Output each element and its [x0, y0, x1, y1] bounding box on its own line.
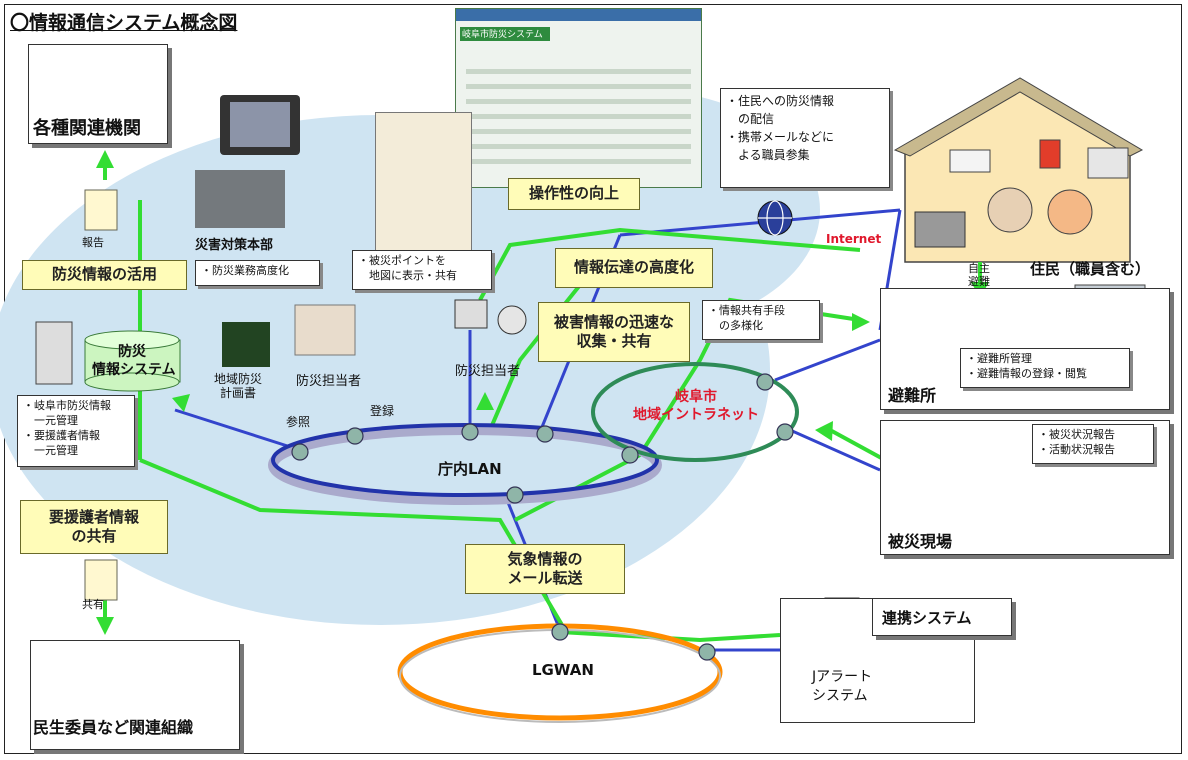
register-label: 登録 [370, 404, 395, 418]
page-title: 〇情報通信システム概念図 [10, 12, 238, 34]
ring-nodes [291, 373, 794, 661]
yellow-label-bousai-use: 防災情報の活用 [22, 260, 187, 290]
resident-elder-icon [987, 187, 1033, 233]
staff-icon [294, 304, 356, 356]
bousai-system-label: 防災 情報システム [92, 344, 176, 378]
document-icon [84, 189, 118, 601]
lgwan-label: LGWAN [532, 661, 594, 679]
map-screenshot [375, 112, 472, 252]
intranet-ring [591, 362, 799, 462]
binder-icon [222, 322, 270, 367]
share-label: 共有 [82, 598, 104, 611]
bousai-note: ・岐阜市防災情報 一元管理 ・要援護者情報 一元管理 [17, 395, 135, 467]
internet-label: Internet [826, 232, 882, 246]
yellow-label-damage-collect: 被害情報の迅速な 収集・共有 [538, 302, 690, 362]
linkage-box [872, 598, 1012, 636]
residents-label: 住民（職員含む） [1030, 260, 1151, 278]
yellow-label-operability: 操作性の向上 [508, 178, 640, 210]
report-label: 報告 [82, 236, 104, 249]
hq-note: ・防災業務高度化 [195, 260, 320, 286]
meeting-icon [195, 170, 285, 228]
site-note: ・被災状況報告 ・活動状況報告 [1032, 424, 1154, 464]
resident-woman-icon [1047, 189, 1093, 235]
laptop-icon [1087, 147, 1129, 179]
linkage-label: 連携システム [882, 609, 972, 627]
yellow-label-info-sharing: 情報伝達の高度化 [555, 248, 713, 288]
green-flows [103, 160, 886, 643]
yellow-label-support-share: 要援護者情報 の共有 [20, 500, 168, 554]
regional-plan-label: 地域防災 計画書 [214, 372, 263, 401]
disaster-hq-label: 災害対策本部 [195, 238, 274, 253]
j-alert-label: Jアラート システム [812, 669, 873, 704]
system-screenshot: 岐阜市防災システム [455, 8, 702, 188]
intranet-label: 岐阜市 地域イントラネット [633, 389, 759, 424]
agencies-label: 各種関連機関 [33, 118, 141, 139]
bousai-staff-2-label: 防災担当者 [455, 364, 521, 379]
fax-icon [914, 211, 966, 248]
lan-label: 庁内LAN [438, 460, 502, 478]
refer-label: 参照 [286, 415, 311, 429]
screenshot-title: 岐阜市防災システム [462, 30, 543, 40]
map-note: ・被災ポイントを 地図に表示・共有 [352, 250, 492, 290]
yellow-label-weather-mail: 気象情報の メール転送 [465, 544, 625, 594]
shelter-label: 避難所 [888, 386, 937, 405]
shelter-note: ・避難所管理 ・避難情報の登録・閲覧 [960, 348, 1130, 388]
welfare-label: 民生委員など関連組織 [33, 718, 194, 737]
welfare-box [30, 640, 240, 750]
flow-arrowheads [96, 150, 989, 635]
mail-icon [949, 149, 991, 173]
agencies-box [28, 44, 168, 144]
bousai-staff-1-label: 防災担当者 [296, 374, 362, 389]
database-icon [84, 330, 181, 392]
pc-icon [454, 299, 488, 329]
phone-icon [1039, 139, 1061, 169]
lan-ring [271, 423, 659, 497]
server-icon [35, 321, 73, 385]
share-note: ・情報共有手段 の多様化 [702, 300, 820, 340]
self-evac-label: 自主 避難 [968, 262, 990, 289]
disaster-site-label: 被災現場 [888, 532, 953, 551]
resident-info-note: ・住民への防災情報 の配信 ・携帯メールなどに よる職員参集 [720, 88, 890, 188]
